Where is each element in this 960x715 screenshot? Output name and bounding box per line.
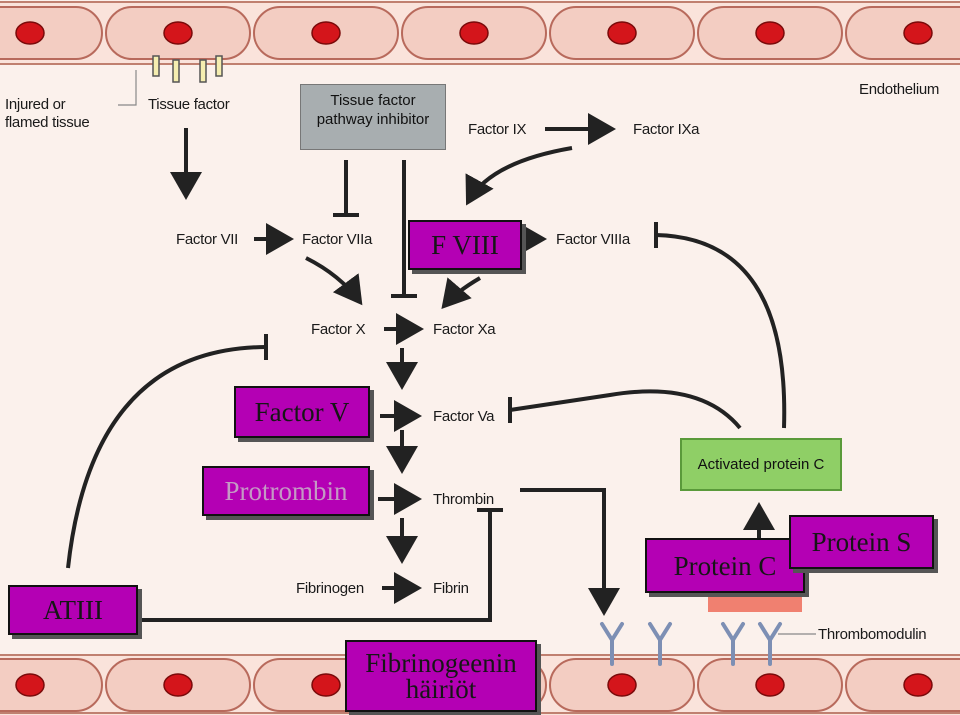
factor-viiia-label: Factor VIIIa [556,231,630,248]
factor-vii-label: Factor VII [176,231,239,248]
protein-s-overlay: Protein S [789,515,934,569]
thrombomodulin-receptor [600,622,624,666]
endothelium-label: Endothelium [859,81,940,98]
protein-c-overlay: Protein C [645,538,805,593]
thrombin-label: Thrombin [433,491,494,508]
cell-nucleus [311,673,341,697]
cell-nucleus [15,673,45,697]
protrombin-overlay: Protrombin [202,466,370,516]
cell-nucleus [607,673,637,697]
cell-nucleus [163,21,193,45]
factor-ix-label: Factor IX [468,121,527,138]
injured-tissue-label: Injured or flamed tissue [5,96,90,131]
top-endothelial-cells [0,6,960,60]
factor-xa-label: Factor Xa [433,321,496,338]
fibrin-label: Fibrin [433,580,469,597]
cell-nucleus [903,673,933,697]
inhibition-lines [66,160,787,622]
cell-nucleus [607,21,637,45]
activation-arrows [170,113,775,616]
endothelial-cell [845,658,960,712]
cell-nucleus [163,673,193,697]
factor-viia-label: Factor VIIa [302,231,373,248]
factor-v-overlay: Factor V [234,386,370,438]
thrombomodulin-receptor [758,622,782,666]
atiii-overlay: ATIII [8,585,138,635]
tfpi-box: Tissue factor pathway inhibitor [300,84,446,150]
factor-x-label: Factor X [311,321,366,338]
thrombomodulin-receptor [648,622,672,666]
tissue-factor-markers [152,55,223,83]
fibrinogeenin-overlay: Fibrinogeenin häiriöt [345,640,537,712]
cell-nucleus [15,21,45,45]
endothelial-cell [0,658,103,712]
fibrinogen-label: Fibrinogen [296,580,364,597]
activated-protein-c-box: Activated protein C [680,438,842,491]
thrombomodulin-receptor [721,622,745,666]
thrombomodulin-label: Thrombomodulin [818,626,927,643]
thrombomodulin-receptors [600,622,782,666]
endothelial-cell [845,6,960,60]
tissue-factor-label: Tissue factor [148,96,230,113]
cell-nucleus [903,21,933,45]
factor-va-label: Factor Va [433,408,495,425]
cell-nucleus [459,21,489,45]
factor-ixa-label: Factor IXa [633,121,700,138]
cell-nucleus [755,21,785,45]
endothelial-cell [0,6,103,60]
cell-nucleus [755,673,785,697]
protein-c-membrane-base [708,596,802,612]
cell-nucleus [311,21,341,45]
f-viii-overlay: F VIII [408,220,522,270]
